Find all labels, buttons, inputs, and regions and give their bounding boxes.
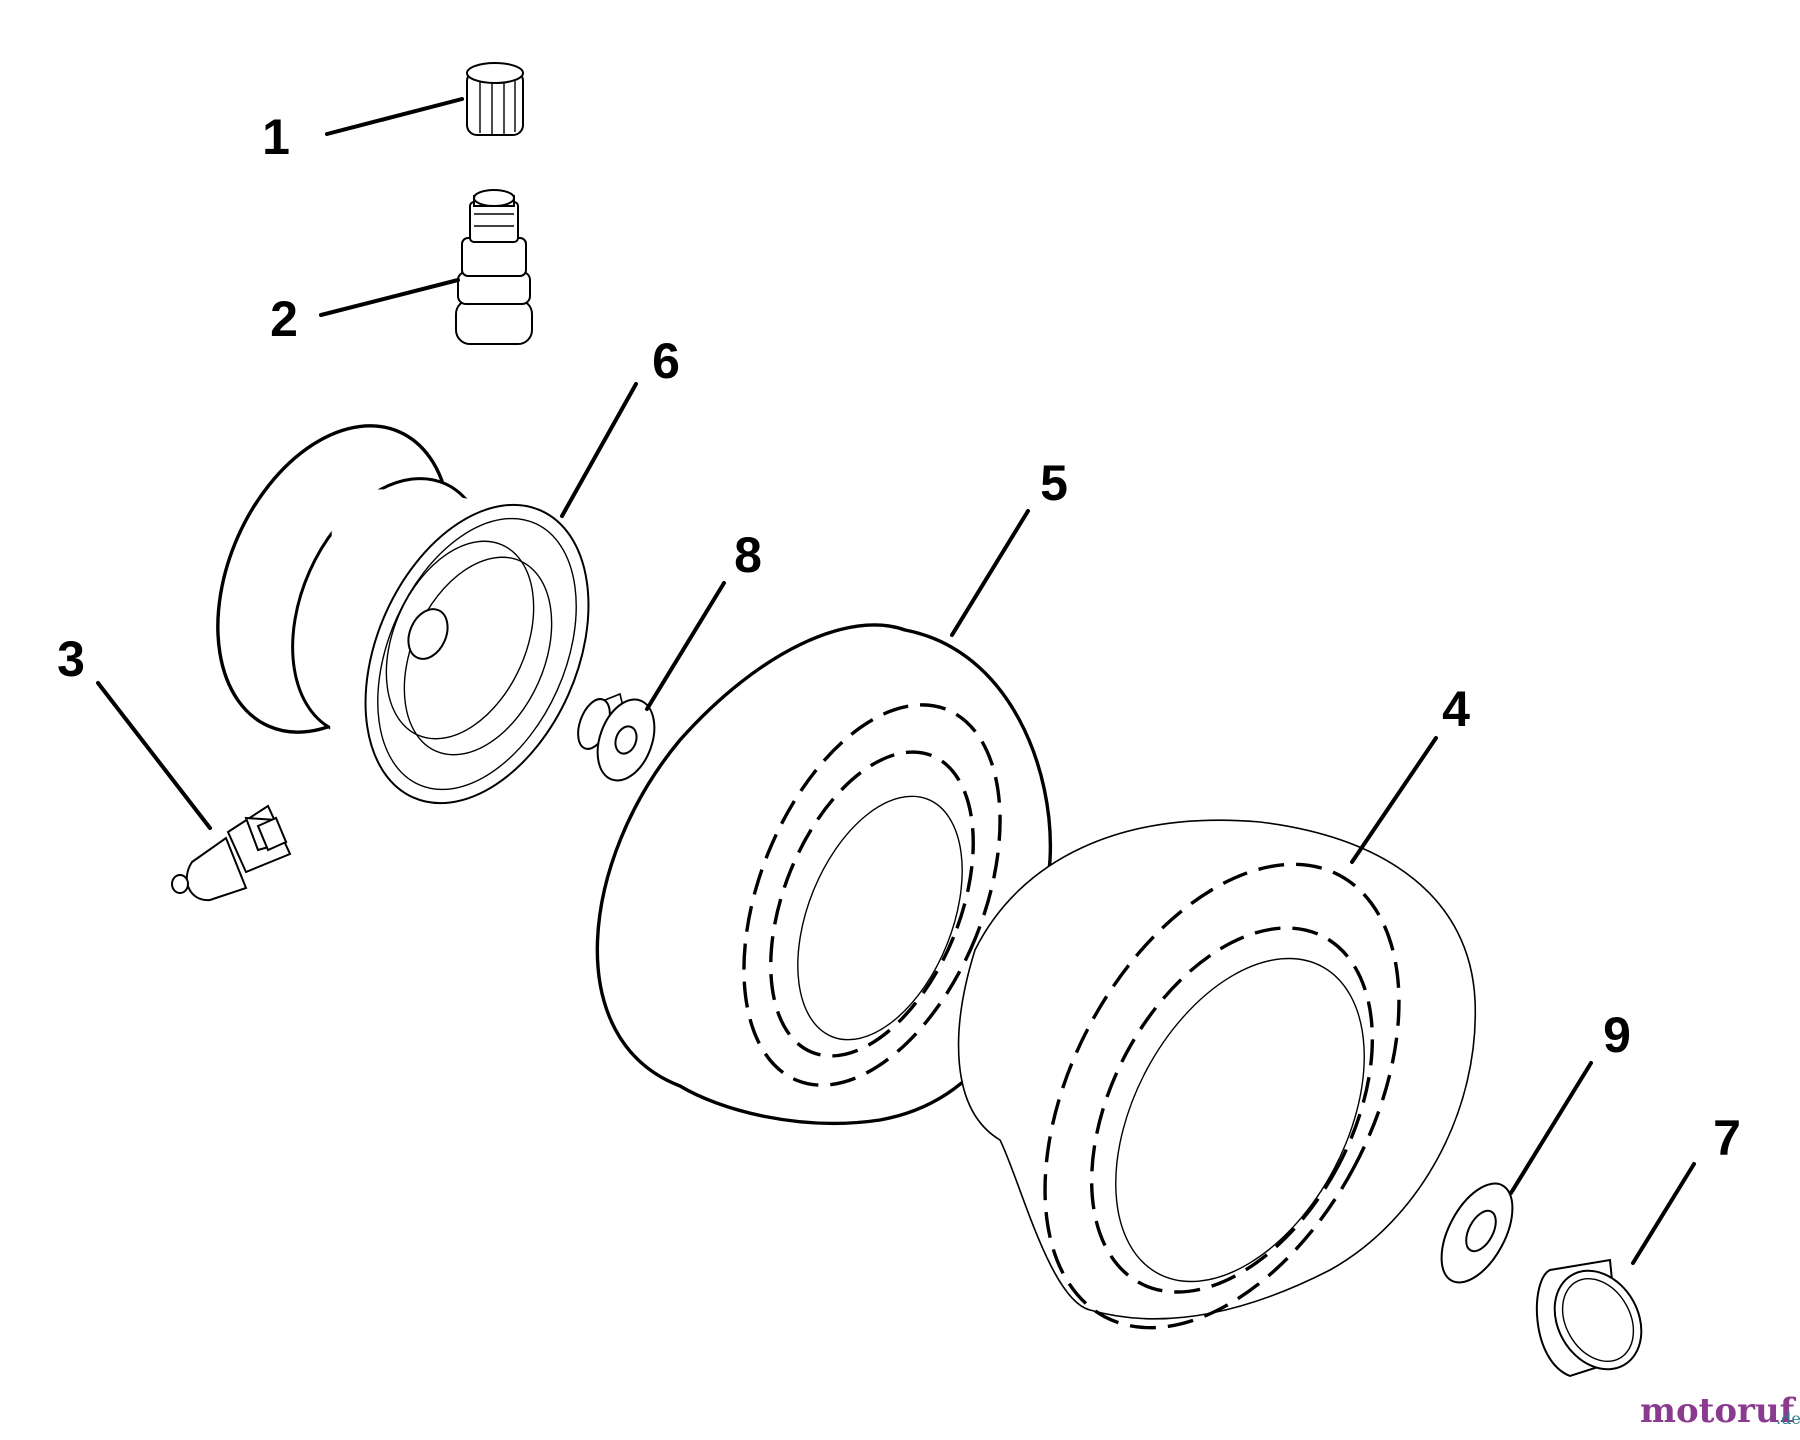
- leader-5: [950, 509, 1030, 637]
- callout-numbers: 1 2 3 4 5 6 7 8 9: [57, 109, 1741, 1166]
- callout-1: 1: [262, 109, 290, 165]
- leader-4: [1350, 736, 1438, 864]
- watermark-logo: motoruf .de: [1640, 1391, 1800, 1431]
- part-2-valve-stem: [455, 189, 533, 345]
- part-9-washer: [1440, 1182, 1514, 1284]
- watermark-brand: motoruf: [1640, 1391, 1797, 1431]
- part-7-cap: [1535, 1258, 1643, 1378]
- part-5-tire: [595, 623, 1053, 1126]
- callout-9: 9: [1603, 1007, 1631, 1063]
- part-8-bushing: [577, 692, 656, 782]
- watermark-domain: .de: [1776, 1409, 1800, 1428]
- leader-8: [645, 581, 726, 711]
- leader-9: [1509, 1061, 1593, 1195]
- leader-1: [325, 97, 464, 136]
- leader-2: [319, 278, 460, 317]
- part-3-grease-fitting: [171, 804, 292, 902]
- leader-lines: [96, 97, 1696, 1265]
- callout-8: 8: [734, 527, 762, 583]
- callout-3: 3: [57, 631, 85, 687]
- callout-6: 6: [652, 333, 680, 389]
- callout-4: 4: [1442, 681, 1470, 737]
- callout-7: 7: [1713, 1110, 1741, 1166]
- part-1-valve-cap: [466, 62, 524, 136]
- callout-2: 2: [270, 291, 298, 347]
- leader-6: [560, 382, 638, 518]
- part-4-tire: [957, 819, 1477, 1330]
- part-6-wheel-rim: [216, 424, 590, 805]
- leader-3: [96, 681, 212, 830]
- callout-5: 5: [1040, 455, 1068, 511]
- leader-7: [1631, 1162, 1696, 1265]
